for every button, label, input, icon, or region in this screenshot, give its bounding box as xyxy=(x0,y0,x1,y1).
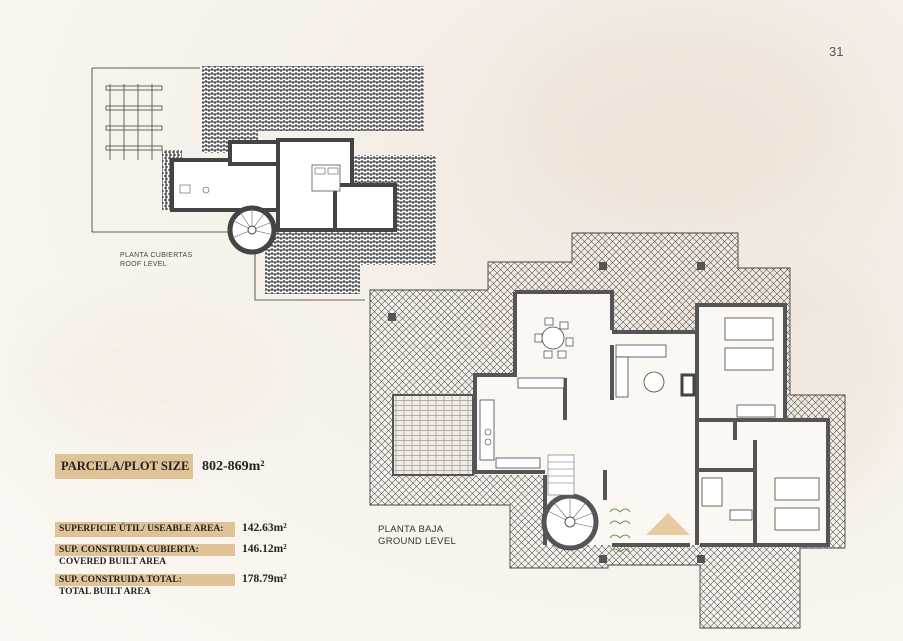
covered-area-value: 146.12m² xyxy=(242,543,287,555)
total-area-label-en: TOTAL BUILT AREA xyxy=(59,587,151,597)
ground-level-label: PLANTA BAJA GROUND LEVEL xyxy=(378,524,456,548)
covered-area-label-en: COVERED BUILT AREA xyxy=(59,557,167,567)
plot-size-label: PARCELA/PLOT SIZE xyxy=(55,454,193,479)
roof-level-label-en: ROOF LEVEL xyxy=(120,261,167,268)
useable-area-value: 142.63m² xyxy=(242,522,287,534)
total-area-value: 178.79m² xyxy=(242,573,287,585)
roof-level-label-es: PLANTA CUBIERTAS xyxy=(120,252,193,259)
roof-level-plan xyxy=(91,66,436,301)
ground-level-label-es: PLANTA BAJA xyxy=(378,524,444,535)
ground-level-plan xyxy=(369,232,846,629)
page-number: 31 xyxy=(829,44,844,59)
total-area-label: SUP. CONSTRUIDA TOTAL: xyxy=(55,574,235,586)
useable-area-label: SUPERFICIE ÚTIL/ USEABLE AREA: xyxy=(55,522,235,537)
ground-level-label-en: GROUND LEVEL xyxy=(378,536,457,547)
roof-level-label: PLANTA CUBIERTAS ROOF LEVEL xyxy=(120,251,193,269)
plot-size-value: 802-869m² xyxy=(202,459,265,474)
covered-area-label: SUP. CONSTRUIDA CUBIERTA: xyxy=(55,544,235,556)
